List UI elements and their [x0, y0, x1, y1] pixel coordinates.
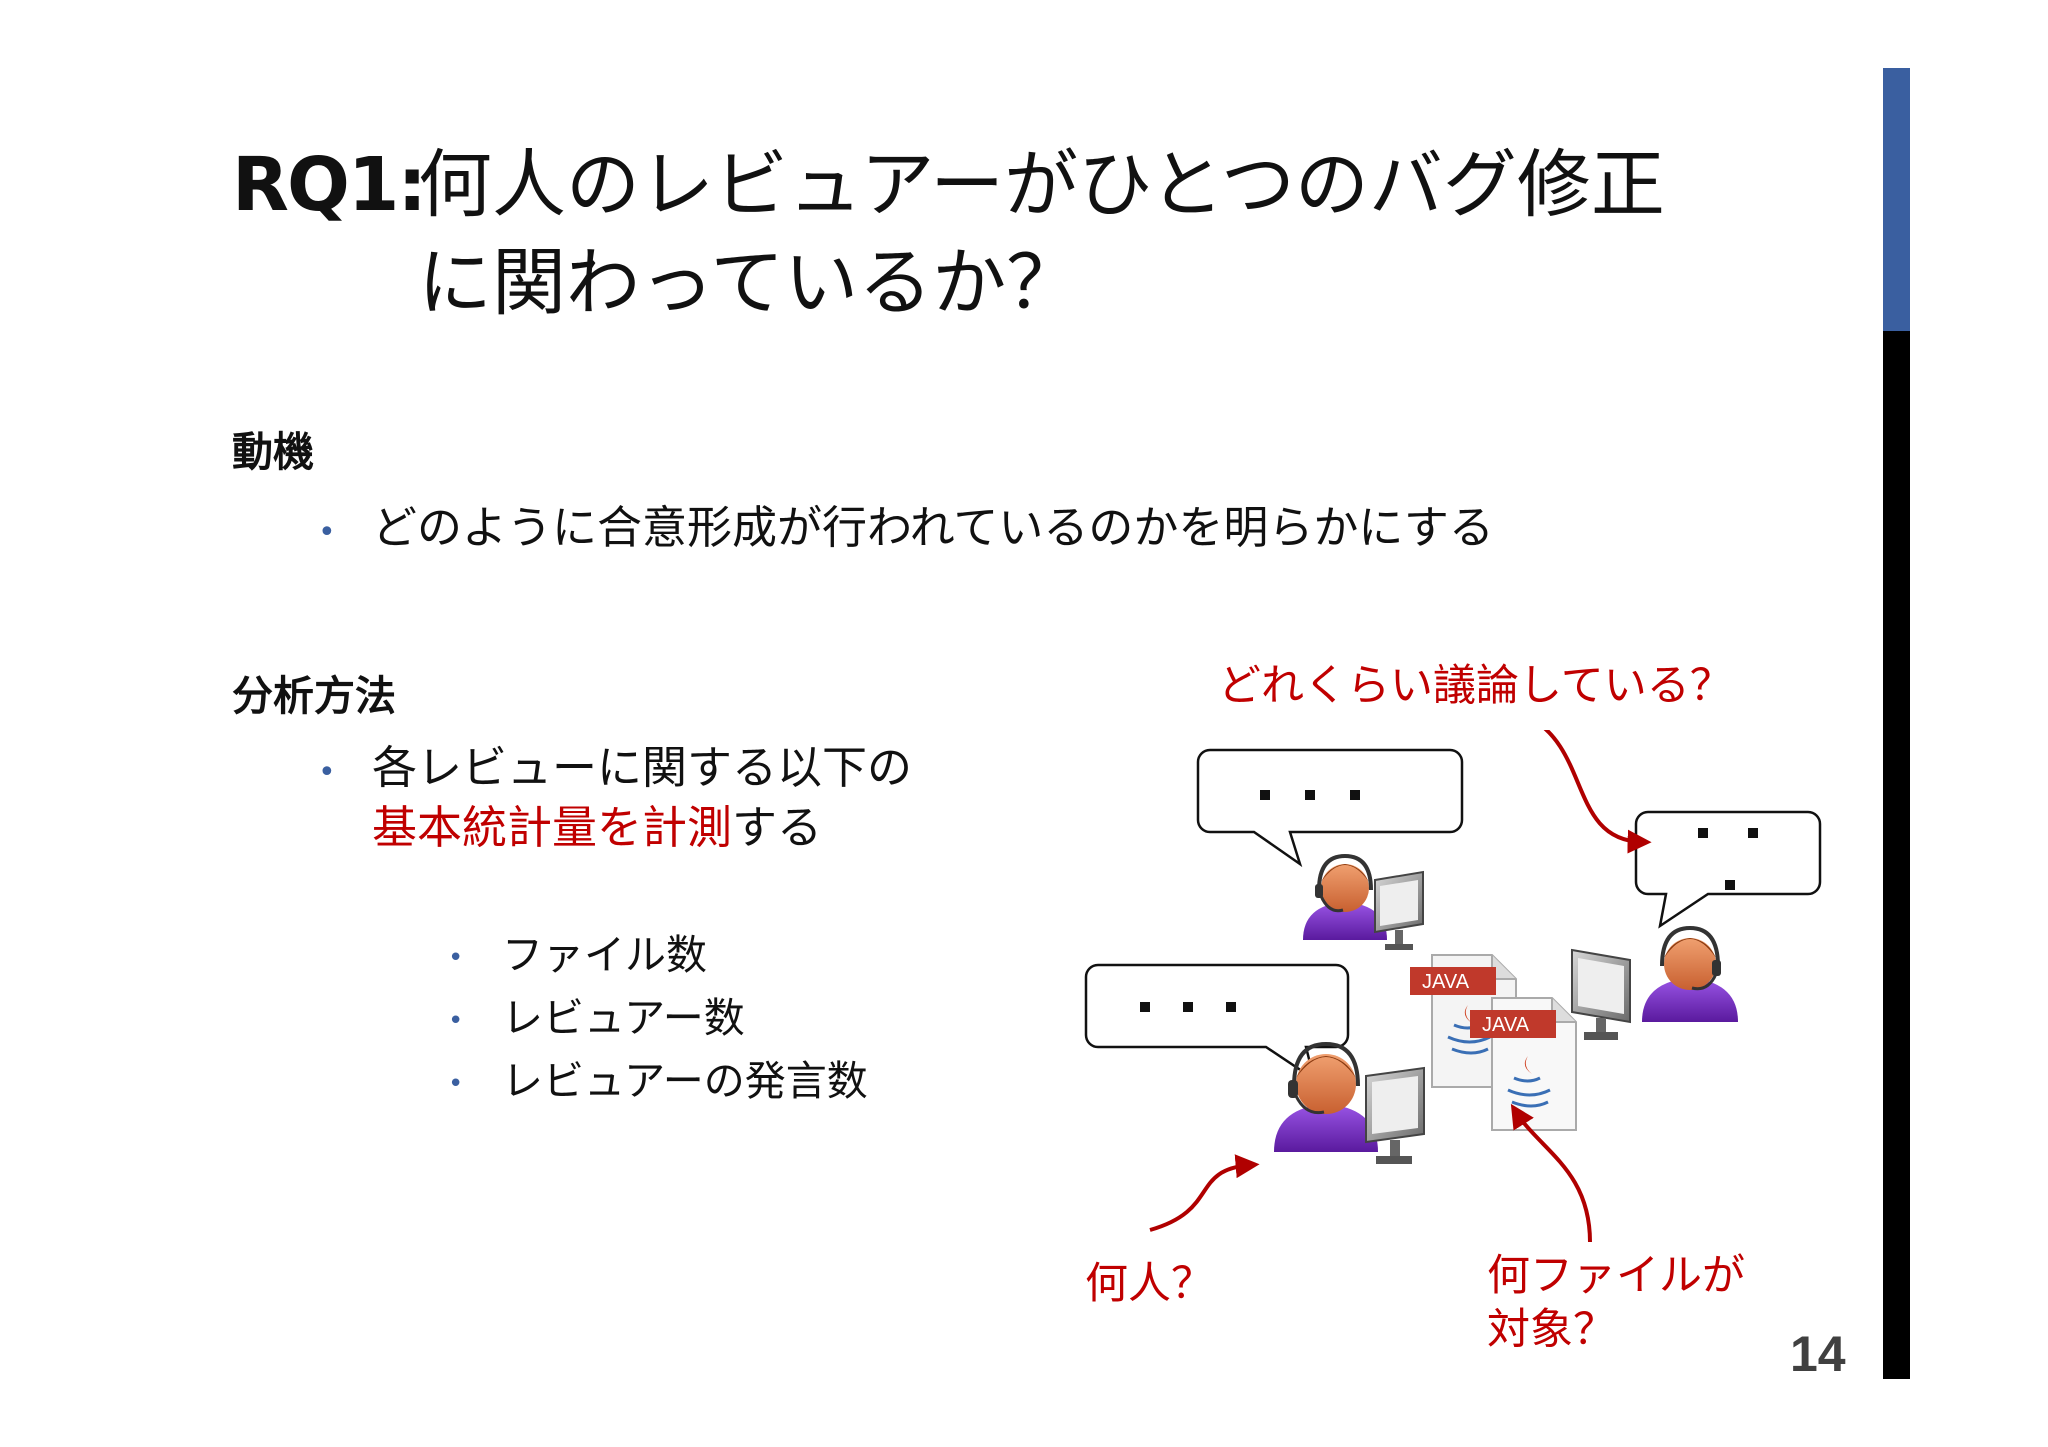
reviewers-illustration: JAVA JAVA	[1084, 730, 1822, 1243]
bullet-dot: •	[318, 755, 336, 790]
bullet-dot: •	[318, 515, 336, 550]
sub-bullet-dot: •	[448, 943, 464, 973]
callout-how-many-people: 何人？	[1085, 1259, 1214, 1309]
sub-bullet-dot: •	[448, 1006, 464, 1036]
java-file-label: JAVA	[1422, 971, 1470, 993]
arrow-to-java-file	[1510, 1103, 1592, 1243]
motivation-heading: 動機	[232, 428, 314, 476]
callout-how-many-files-line2: 対象？	[1487, 1304, 1616, 1355]
page-number: 14	[1790, 1326, 1846, 1382]
speech-bubble-top-left	[1196, 748, 1464, 868]
reviewer-person-icon	[1303, 853, 1424, 950]
slide-title-line2: に関わっているか？	[418, 240, 1081, 326]
slide-title-prefix: RQ1:	[232, 142, 427, 228]
sub-item-file-count: ファイル数	[502, 931, 707, 979]
motivation-bullet-text: どのように合意形成が行われているのかを明らかにする	[372, 501, 1494, 554]
slide-title-line1: 何人のレビュアーがひとつのバグ修正	[418, 142, 1665, 228]
method-bullet-line2: 基本統計量を計測する	[372, 805, 822, 850]
callout-how-many-files-line1: 何ファイルが	[1487, 1251, 1745, 1301]
method-bullet-highlight: 基本統計量を計測	[372, 801, 733, 854]
java-file-icon: JAVA	[1470, 997, 1577, 1131]
method-heading: 分析方法	[232, 672, 396, 720]
reviewer-person-icon	[1274, 1041, 1425, 1164]
reviewer-person-icon	[1571, 925, 1738, 1040]
callout-how-much-discussion: どれくらい議論している？	[1218, 661, 1733, 711]
sub-bullet-dot: •	[448, 1069, 464, 1099]
sub-item-reviewer-count: レビュアー数	[502, 994, 745, 1042]
speech-bubble-right	[1634, 810, 1822, 929]
arrow-to-right-bubble	[1543, 730, 1652, 854]
callout-how-many-files: 何ファイルが 対象？	[1487, 1250, 1745, 1358]
sidebar-accent-bar-black	[1883, 331, 1910, 1379]
method-bullet-line1: 各レビューに関する以下の	[372, 741, 913, 794]
sidebar-accent-bar-blue	[1883, 68, 1910, 331]
arrow-to-person	[1149, 1154, 1260, 1232]
method-bullet-rest: する	[732, 801, 823, 854]
sub-item-comment-count: レビュアーの発言数	[502, 1057, 868, 1105]
java-file-label: JAVA	[1482, 1014, 1530, 1036]
